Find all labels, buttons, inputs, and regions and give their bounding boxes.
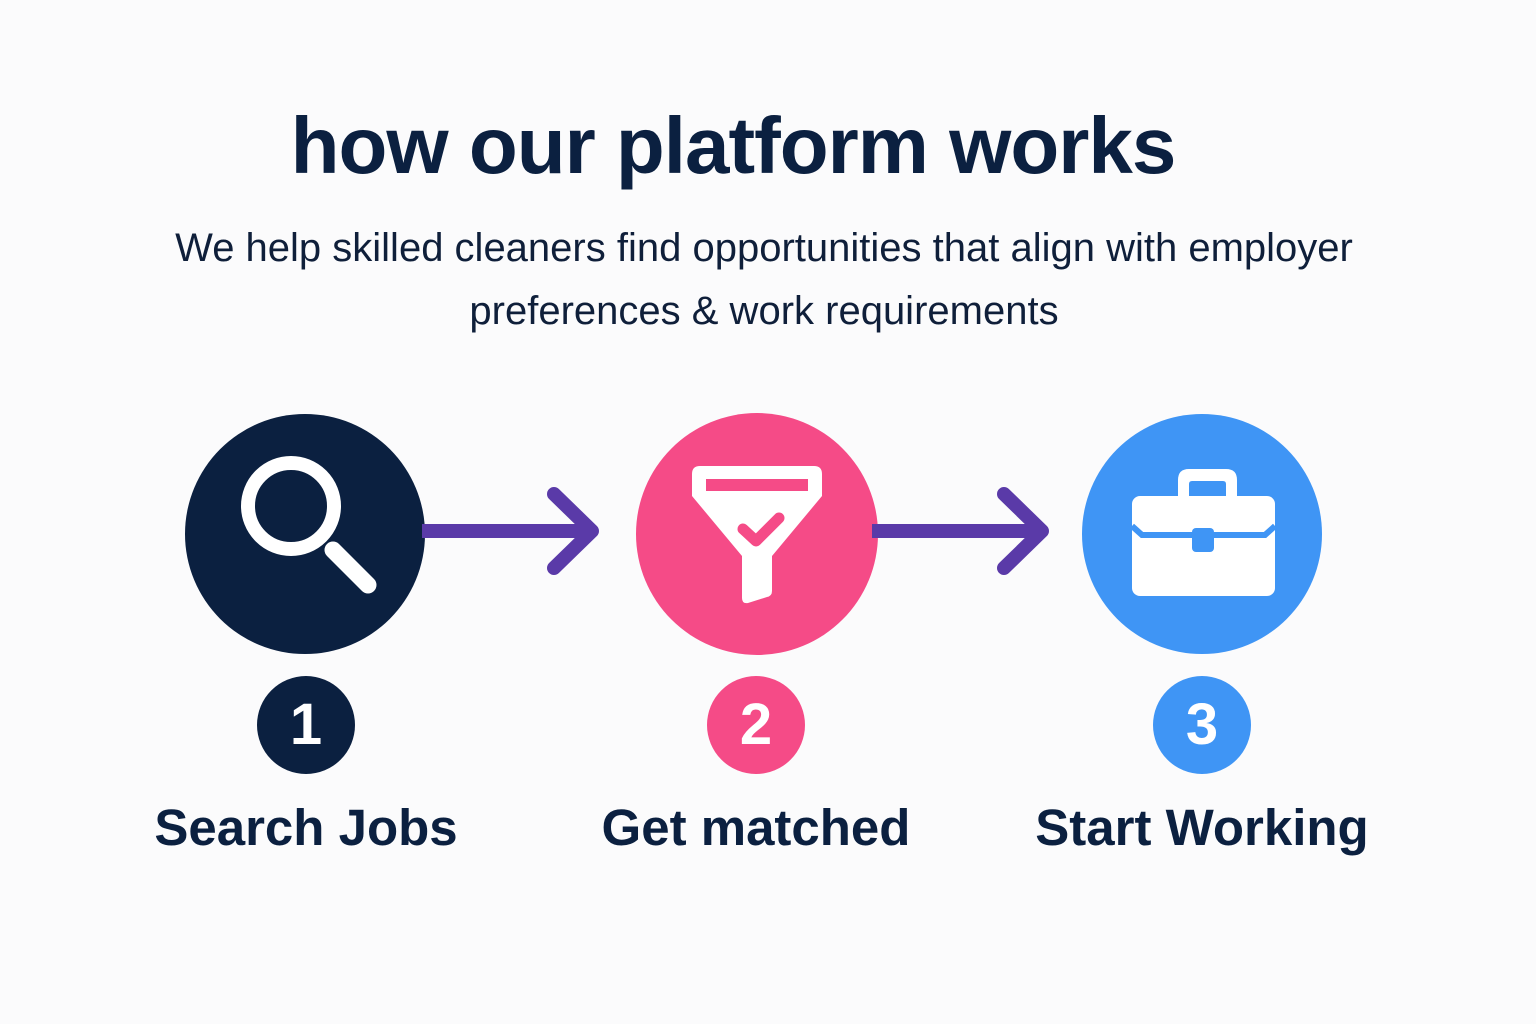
step-3-number-badge: 3 (1153, 676, 1251, 774)
step-1-number-badge: 1 (257, 676, 355, 774)
step-2-number-badge: 2 (707, 676, 805, 774)
page-title: how our platform works (290, 101, 1177, 190)
step-1-circle (185, 414, 425, 654)
arrow-right-icon (872, 487, 1049, 575)
funnel-check-icon (692, 466, 822, 604)
step-1-label: Search Jobs (154, 799, 458, 856)
subtitle-line-1: We help skilled cleaners find opportunit… (175, 226, 1353, 270)
magnifier-icon (241, 456, 377, 594)
subtitle-line-2: preferences & work requirements (469, 289, 1059, 333)
briefcase-icon (1129, 469, 1278, 596)
step-3-label: Start Working (1035, 799, 1369, 856)
step-2-circle (636, 413, 878, 655)
step-3-circle (1082, 414, 1322, 654)
step-2-label: Get matched (601, 799, 911, 856)
arrow-right-icon (422, 487, 599, 575)
